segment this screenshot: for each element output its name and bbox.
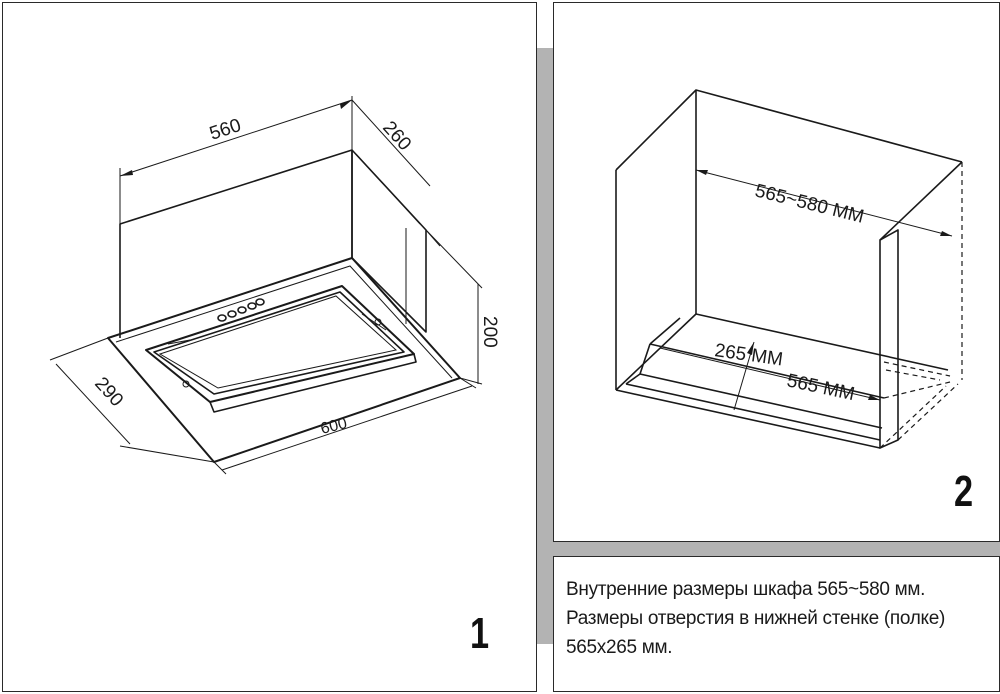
- hood-dimensions-panel: [2, 2, 537, 692]
- dim-opening-depth-label: 265 ММ: [713, 340, 784, 370]
- dim-inner-width-label: 565~580 ММ: [753, 180, 866, 227]
- figure-number-2: 2: [954, 467, 974, 516]
- panel-gutter-vertical: [537, 48, 553, 644]
- caption-panel: [553, 556, 1000, 692]
- installation-caption: Внутренние размеры шкафа 565~580 мм. Раз…: [566, 575, 996, 662]
- dim-height-label: 200: [479, 316, 500, 348]
- dim-opening-width-label: 565 ММ: [785, 370, 857, 405]
- caption-line-opening-title: Размеры отверстия в нижней стенке (полке…: [566, 608, 946, 629]
- dim-width-bottom-label: 600: [319, 415, 349, 438]
- caption-line-opening-size: 565х265 мм.: [566, 637, 673, 658]
- figure-number-1: 1: [470, 609, 490, 658]
- caption-line-inner-size: Внутренние размеры шкафа 565~580 мм.: [566, 579, 926, 600]
- panel-gutter-horizontal: [553, 542, 1000, 556]
